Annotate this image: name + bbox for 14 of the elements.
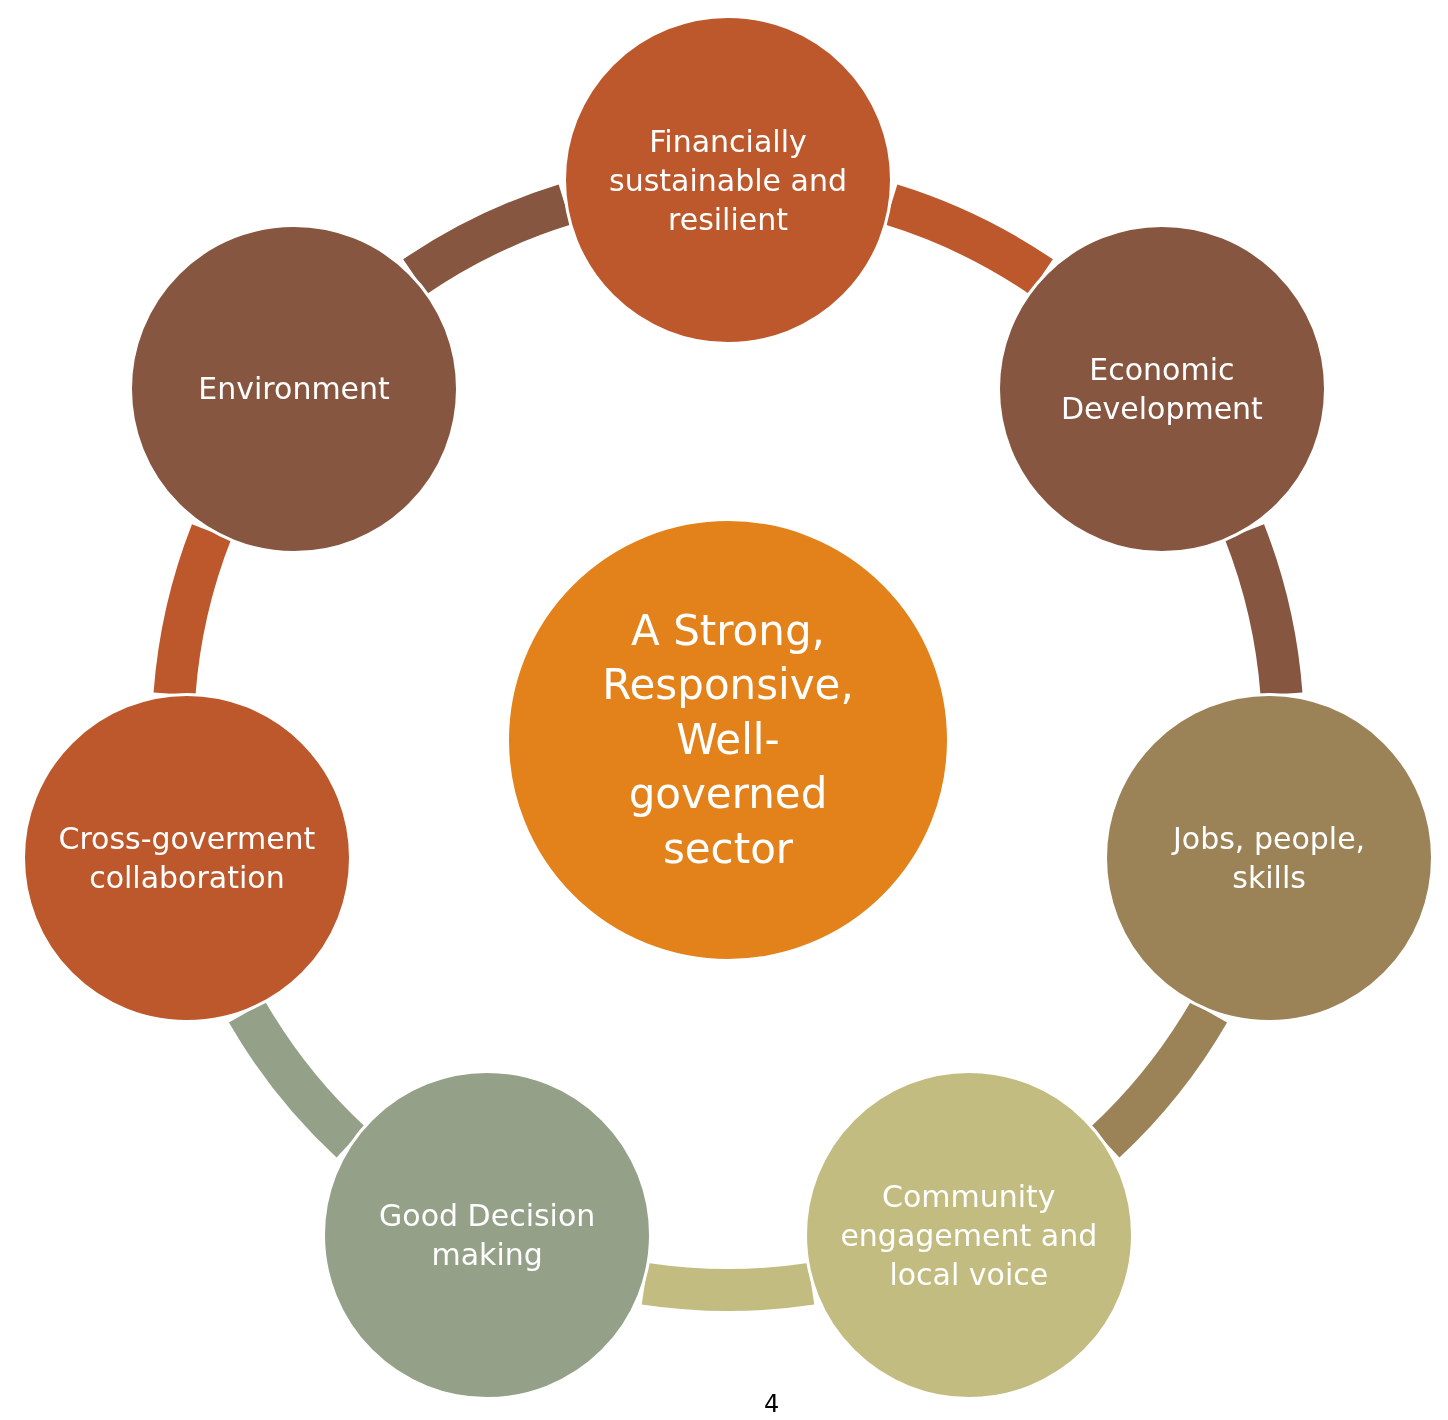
node-label: Jobs, people, skills (1170, 820, 1367, 898)
node-label: Good Decision making (378, 1197, 597, 1275)
node-label: Economic Development (1059, 350, 1264, 428)
ring-connector (403, 184, 572, 295)
ring-connector (153, 524, 232, 697)
ring-connector (1224, 524, 1303, 697)
page-number: 4 (764, 1390, 780, 1418)
ring-connector (642, 1262, 814, 1311)
node-label: Environment (197, 370, 391, 409)
node-label: Community engagement and local voice (839, 1177, 1099, 1294)
node-label: Cross-goverment collaboration (57, 820, 317, 898)
node-label: A Strong, Responsive, Well-governed sector (601, 604, 855, 875)
node-label: Financially sustainable and resilient (608, 122, 848, 239)
ring-connector (884, 184, 1053, 295)
